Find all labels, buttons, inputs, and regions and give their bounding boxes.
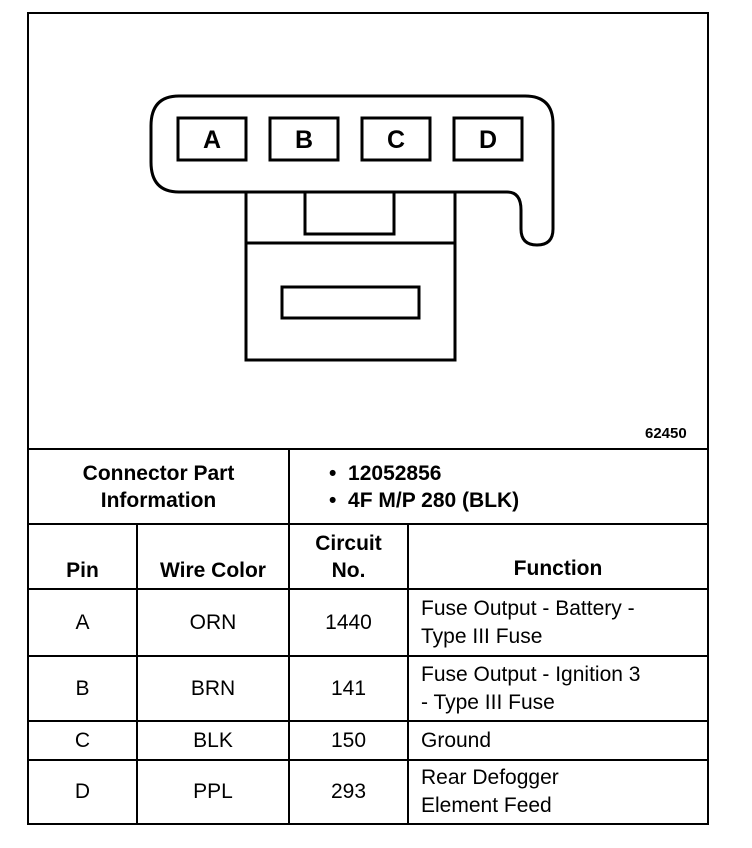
table-row-d-pin: D [74, 780, 91, 803]
header-function: Function [513, 557, 603, 580]
latch-tab [303, 190, 396, 236]
pin-label-b: B [295, 126, 313, 154]
table-row-c-circuit: 150 [330, 728, 367, 752]
connector-info-label: Connector Part Information [29, 450, 288, 523]
pin-box-b [268, 116, 340, 162]
connector-part-number: • 12052856 [329, 462, 442, 485]
table-row-b-function: Fuse Output - Ignition 3 - Type III Fuse [421, 662, 641, 714]
table-row-d-wire: PPL [193, 780, 233, 803]
divider [29, 588, 707, 590]
divider [136, 523, 138, 825]
table-row-c-pin: C [74, 728, 91, 752]
table-row-a-circuit: 1440 [325, 610, 372, 634]
header-wire-color: Wire Color [160, 559, 266, 582]
divider [29, 448, 707, 450]
pin-label-c: C [387, 126, 405, 154]
figure-id: 62450 [645, 425, 687, 442]
connector-part-description: • 4F M/P 280 (BLK) [329, 489, 520, 512]
divider [29, 759, 707, 761]
divider [407, 523, 409, 825]
table-row-c-wire: BLK [193, 728, 233, 752]
divider [29, 523, 707, 525]
connector-neck [244, 192, 457, 243]
pin-box-d [452, 116, 524, 162]
table-row-a-wire: ORN [189, 610, 237, 634]
table-row-a-function: Fuse Output - Battery - Type III Fuse [421, 596, 635, 648]
connector-info-values: • 12052856 • 4F M/P 280 (BLK) [329, 454, 699, 520]
table-row-b-pin: B [75, 676, 90, 700]
connector-body [244, 241, 457, 362]
pin-box-c [360, 116, 432, 162]
table-row-d-function: Rear Defogger Element Feed [421, 766, 559, 817]
body-slot [280, 285, 421, 320]
divider [29, 720, 707, 722]
divider [29, 655, 707, 657]
table-row-b-wire: BRN [190, 676, 236, 700]
table-row-a-pin: A [75, 610, 90, 634]
connector-shell [149, 94, 555, 247]
connector-frame: A B C D 62450 Connector Part Information… [27, 12, 709, 825]
pin-label-d: D [479, 126, 497, 154]
table-row-c-function: Ground [421, 728, 492, 752]
header-circuit: Circuit No. [315, 532, 382, 582]
connector-diagram: A B C D [149, 94, 555, 362]
pin-label-a: A [203, 126, 221, 154]
table-row-b-circuit: 141 [330, 676, 367, 700]
pin-box-a [176, 116, 248, 162]
header-pin: Pin [66, 559, 99, 582]
connector-info-label-line1: Connector Part [82, 461, 235, 485]
connector-info-label-line2: Information [100, 488, 217, 512]
divider [288, 448, 290, 825]
table-row-d-circuit: 293 [330, 780, 367, 803]
